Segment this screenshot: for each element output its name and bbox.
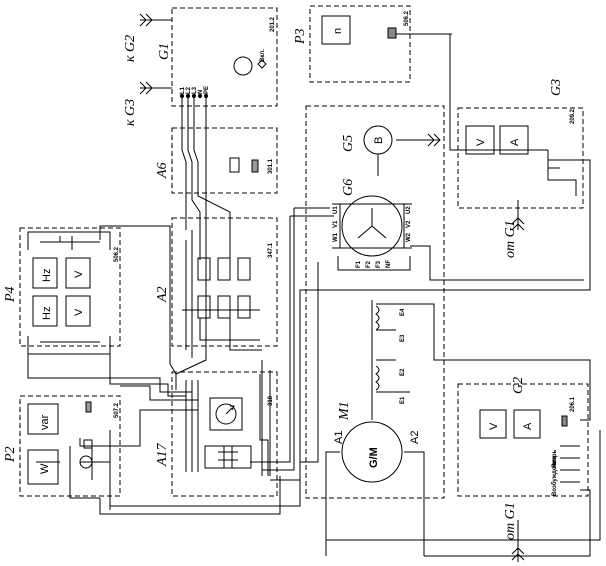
a2-name: A2 (155, 286, 170, 303)
p2-meter-w: W (39, 463, 51, 474)
g1-phase-pe: PE (204, 86, 210, 94)
g3-frame (457, 107, 584, 209)
supply-arrows (139, 13, 525, 562)
p3-meter-box (321, 15, 351, 45)
arrow-from-g1-right (511, 200, 525, 231)
a6-switch (229, 157, 240, 173)
label-from-g1-right: от G1 (503, 220, 518, 258)
g2-code: 206.1 (570, 396, 576, 412)
g6-terminal-w2: W2 (406, 232, 412, 242)
p2-code: 507.2 (114, 402, 120, 418)
g2-name: G2 (511, 377, 526, 394)
interconnect-wires (27, 33, 601, 557)
p4-meter-hz-1: Hz (41, 269, 53, 282)
m1-terminal-a2: A2 (409, 431, 421, 444)
three-phase-bus (175, 96, 231, 390)
g2-meters (479, 409, 580, 483)
m1-name: M1 (337, 401, 352, 421)
p3-meter-n: n (332, 28, 344, 34)
g2-meter-v: V (488, 422, 500, 430)
a6-name: A6 (155, 162, 170, 179)
g2-label-armature: Якорь (552, 449, 558, 468)
g6-terminal-nf: NF (386, 260, 392, 268)
p3-frame (309, 5, 411, 83)
arrow-from-g1-left (511, 520, 525, 562)
a17-code: 318 (268, 395, 274, 406)
g6-terminal-u1: U1 (333, 206, 339, 214)
p2-name: P2 (3, 446, 18, 463)
p2-meters (27, 401, 111, 510)
g5-name: G5 (341, 135, 356, 152)
g6-machine (332, 195, 412, 271)
m1-terminal-e1: E1 (400, 396, 406, 404)
arrow-to-g2 (139, 13, 172, 27)
a2-code: 347.1 (268, 242, 274, 258)
label-to-g3: к G3 (123, 99, 138, 126)
g1-frame (171, 7, 278, 107)
m1-terminal-e2: E2 (400, 368, 406, 376)
a2-transformers (182, 230, 262, 358)
g1-phase-l2: L2 (186, 86, 192, 94)
a6-code: 301.1 (268, 158, 274, 174)
p3-name: P3 (293, 28, 308, 45)
p4-code: 506.2 (114, 246, 120, 262)
p4-meters (27, 231, 111, 355)
p3-socket (387, 27, 397, 39)
g2-meter-a: A (522, 422, 534, 430)
g3-meters (465, 125, 577, 196)
g6-terminal-f1: F1 (356, 260, 362, 268)
g3-meter-a: A (509, 138, 521, 146)
a17-frame (171, 371, 278, 497)
machine-frame (305, 105, 445, 499)
arrow-g5 (396, 133, 441, 147)
g2-frame (457, 383, 589, 497)
label-from-g1-left: от G1 (503, 502, 518, 540)
p4-meter-hz-2: Hz (41, 307, 53, 320)
g3-name: G3 (549, 79, 564, 96)
g1-name: G1 (157, 43, 172, 60)
g6-terminal-u2: U2 (406, 206, 412, 214)
m1-machine (325, 300, 425, 556)
a2-frame (171, 217, 278, 347)
g1-phase-l1: L1 (180, 86, 186, 94)
p2-meter-var: var (39, 414, 51, 430)
g6-terminal-f3: F3 (376, 260, 382, 268)
m1-label: G/M (368, 447, 380, 468)
g2-label-excitation: Возбуждение (551, 455, 558, 496)
g3-code: 209.2 (570, 108, 576, 124)
g1-phase-l3: L3 (192, 86, 198, 94)
m1-terminal-e4: E4 (400, 308, 406, 316)
g6-terminal-v2: V2 (406, 220, 412, 228)
g6-name: G6 (341, 179, 356, 196)
p4-name: P4 (3, 286, 18, 303)
g6-terminal-v1: V1 (333, 220, 339, 228)
g5-meter: B (373, 137, 385, 144)
g6-terminal-f2: F2 (366, 260, 372, 268)
p4-meter-v-1: V (73, 270, 85, 278)
a17-name: A17 (155, 442, 170, 467)
a6-lamp (251, 159, 259, 173)
a6-frame (171, 127, 278, 194)
p4-meter-v-2: V (73, 308, 85, 316)
g1-phase-n: N (198, 90, 204, 94)
g1-indicator (257, 59, 267, 69)
label-to-g2: к G2 (123, 35, 138, 62)
p4-frame (19, 227, 121, 347)
a17-internals (185, 360, 271, 476)
g1-knob (233, 56, 253, 76)
g1-vkl: Вкл. (260, 49, 266, 62)
arrow-to-g3 (139, 81, 172, 95)
p3-code: 506.2 (404, 10, 410, 26)
g3-meter-v: V (475, 138, 487, 146)
g6-terminal-w1: W1 (333, 232, 339, 242)
m1-terminal-a1: A1 (333, 431, 345, 444)
m1-terminal-e3: E3 (400, 334, 406, 342)
g1-code: 201.2 (270, 16, 276, 32)
